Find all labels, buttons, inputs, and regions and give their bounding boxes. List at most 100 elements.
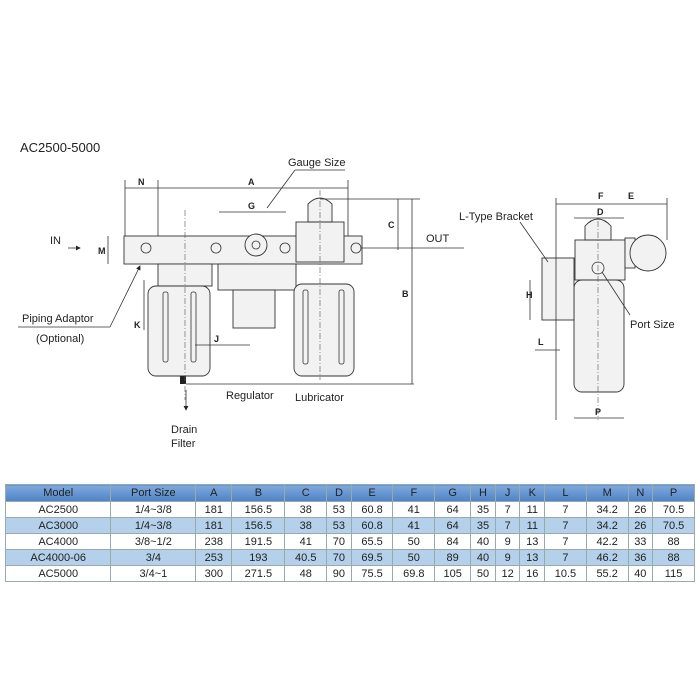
- table-cell: 156.5: [231, 517, 286, 534]
- table-cell: 181: [195, 501, 233, 518]
- table-cell: 13: [519, 549, 546, 566]
- l-type-bracket: [541, 257, 575, 321]
- dim-n: N: [138, 177, 145, 187]
- table-cell: 34.2: [585, 501, 629, 518]
- table-cell: 3/4~1: [110, 565, 197, 582]
- table-cell: 35: [470, 517, 496, 534]
- table-cell: 53: [326, 517, 352, 534]
- table-cell: 13: [519, 533, 546, 550]
- table-cell: 70.5: [652, 517, 695, 534]
- column-header: D: [326, 484, 352, 502]
- table-cell: 64: [434, 501, 472, 518]
- table-cell: 34.2: [585, 517, 629, 534]
- table-cell: 50: [392, 549, 436, 566]
- table-cell: AC4000: [4, 533, 112, 550]
- table-cell: 41: [392, 501, 436, 518]
- table-cell: 115: [652, 565, 695, 582]
- table-cell: 40: [470, 533, 496, 550]
- side-view: [519, 198, 668, 420]
- table-cell: 41: [284, 533, 328, 550]
- table-cell: 90: [326, 565, 352, 582]
- table-cell: 88: [652, 533, 695, 550]
- table-cell: 84: [434, 533, 472, 550]
- dim-l: L: [538, 337, 544, 347]
- dim-g: G: [248, 201, 255, 211]
- table-cell: 16: [519, 565, 546, 582]
- lubricator-label: Lubricator: [295, 392, 344, 404]
- table-cell: 75.5: [350, 565, 394, 582]
- filter-label: Filter: [171, 438, 196, 450]
- filter-bowl: [147, 285, 211, 377]
- table-cell: 53: [326, 501, 352, 518]
- table-cell: 48: [284, 565, 328, 582]
- table-cell: 69.8: [392, 565, 436, 582]
- table-cell: 9: [494, 549, 521, 566]
- table-cell: 3/4: [110, 549, 197, 566]
- table-cell: 89: [434, 549, 472, 566]
- table-cell: 9: [494, 533, 521, 550]
- optional-label: (Optional): [36, 333, 84, 345]
- dim-d: D: [597, 207, 604, 217]
- frl-dimension-drawing: AC2500-5000: [18, 140, 675, 450]
- table-cell: 7: [544, 549, 587, 566]
- table-cell: 40.5: [284, 549, 328, 566]
- table-cell: 271.5: [231, 565, 286, 582]
- table-cell: AC4000-06: [4, 549, 112, 566]
- table-cell: AC3000: [4, 517, 112, 534]
- table-cell: 26: [627, 501, 654, 518]
- table-cell: 40: [470, 549, 496, 566]
- table-cell: 41: [392, 517, 436, 534]
- table-cell: 7: [544, 533, 587, 550]
- in-label: IN: [50, 235, 61, 247]
- table-cell: 40: [627, 565, 654, 582]
- table-cell: 3/8~1/2: [110, 533, 197, 550]
- column-header: Model: [4, 484, 112, 502]
- port-size-label: Port Size: [630, 319, 675, 331]
- column-header: K: [519, 484, 546, 502]
- dim-p: P: [595, 407, 601, 417]
- regulator-knob: [232, 289, 276, 329]
- table-cell: 69.5: [350, 549, 394, 566]
- table-cell: 10.5: [544, 565, 587, 582]
- l-type-bracket-label: L-Type Bracket: [459, 211, 533, 223]
- table-cell: 46.2: [585, 549, 629, 566]
- column-header: L: [544, 484, 587, 502]
- table-cell: 36: [627, 549, 654, 566]
- table-cell: 64: [434, 517, 472, 534]
- table-cell: 55.2: [585, 565, 629, 582]
- table-cell: AC2500: [4, 501, 112, 518]
- table-cell: 193: [231, 549, 286, 566]
- table-cell: 11: [519, 501, 546, 518]
- regulator-label: Regulator: [226, 390, 274, 402]
- column-header: N: [627, 484, 654, 502]
- gauge-size-label: Gauge Size: [288, 157, 345, 169]
- table-cell: 60.8: [350, 501, 394, 518]
- table-cell: 50: [470, 565, 496, 582]
- dim-j: J: [214, 334, 219, 344]
- table-cell: 88: [652, 549, 695, 566]
- model-range-title: AC2500-5000: [20, 140, 100, 155]
- dim-b: B: [402, 289, 409, 299]
- table-cell: 33: [627, 533, 654, 550]
- table-cell: 70: [326, 549, 352, 566]
- out-label: OUT: [426, 233, 450, 245]
- table-cell: 7: [544, 501, 587, 518]
- column-header: B: [231, 484, 286, 502]
- table-cell: 12: [494, 565, 521, 582]
- table-cell: 7: [494, 501, 521, 518]
- table-cell: 1/4~3/8: [110, 517, 197, 534]
- table-cell: 1/4~3/8: [110, 501, 197, 518]
- table-cell: 35: [470, 501, 496, 518]
- table-cell: 238: [195, 533, 233, 550]
- table-cell: 70.5: [652, 501, 695, 518]
- dim-f: F: [598, 191, 604, 201]
- piping-adaptor-label: Piping Adaptor: [22, 313, 94, 325]
- column-header: E: [350, 484, 394, 502]
- table-cell: 7: [544, 517, 587, 534]
